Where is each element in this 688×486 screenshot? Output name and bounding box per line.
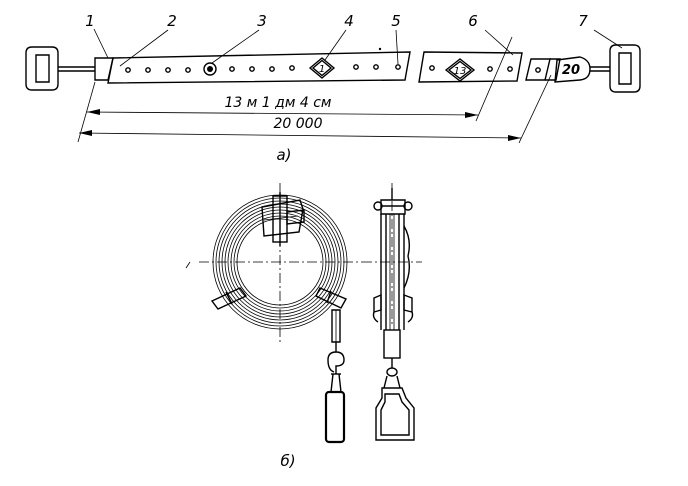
left-clip (210, 287, 248, 310)
right-clip (315, 287, 347, 309)
meter-plate-13: 13 (444, 58, 476, 82)
top-clamp (261, 192, 305, 246)
left-handle (25, 46, 95, 91)
tape-section-2 (418, 51, 523, 83)
meter-plate-1: 1 (308, 57, 336, 79)
callout-3: 3 (257, 12, 267, 30)
side-clips (372, 293, 414, 323)
end-plate-20-label: 20 (562, 63, 580, 78)
tape-section-1 (107, 51, 411, 84)
steel-tape: 1 13 20 (25, 44, 641, 93)
tape-holes (125, 64, 541, 73)
dimension-total-label: 20 000 (274, 116, 323, 132)
caption-b: б) (280, 452, 295, 470)
meter-plate-13-label: 13 (454, 66, 467, 77)
callout-6: 6 (468, 12, 478, 30)
side-top-fitting (373, 188, 413, 215)
coiled-tape-front-view (185, 183, 362, 444)
side-coil (380, 214, 411, 330)
coiled-tape-side-view (362, 183, 422, 441)
callout-numbers: 1 2 3 4 5 6 7 (85, 12, 588, 30)
callout-4: 4 (344, 12, 354, 30)
callout-5: 5 (391, 12, 401, 30)
callout-1: 1 (85, 12, 95, 30)
dimension-partial-label: 13 м 1 дм 4 см (225, 95, 332, 111)
tape-end-piece (525, 58, 551, 81)
tape-end-link (545, 58, 561, 81)
callout-leaders (93, 28, 623, 67)
side-hook-handle (375, 329, 415, 441)
dimension-lines: 13 м 1 дм 4 см 20 000 (77, 36, 552, 144)
front-hook-handle (324, 309, 346, 444)
end-plate-20: 20 (554, 56, 591, 83)
caption-a: а) (276, 146, 291, 164)
rivet-marker (203, 62, 217, 76)
meter-plate-1-label: 1 (319, 64, 325, 75)
callout-7: 7 (578, 12, 588, 30)
right-handle (590, 44, 641, 93)
mark-dot (378, 47, 382, 51)
callout-2: 2 (167, 12, 177, 30)
